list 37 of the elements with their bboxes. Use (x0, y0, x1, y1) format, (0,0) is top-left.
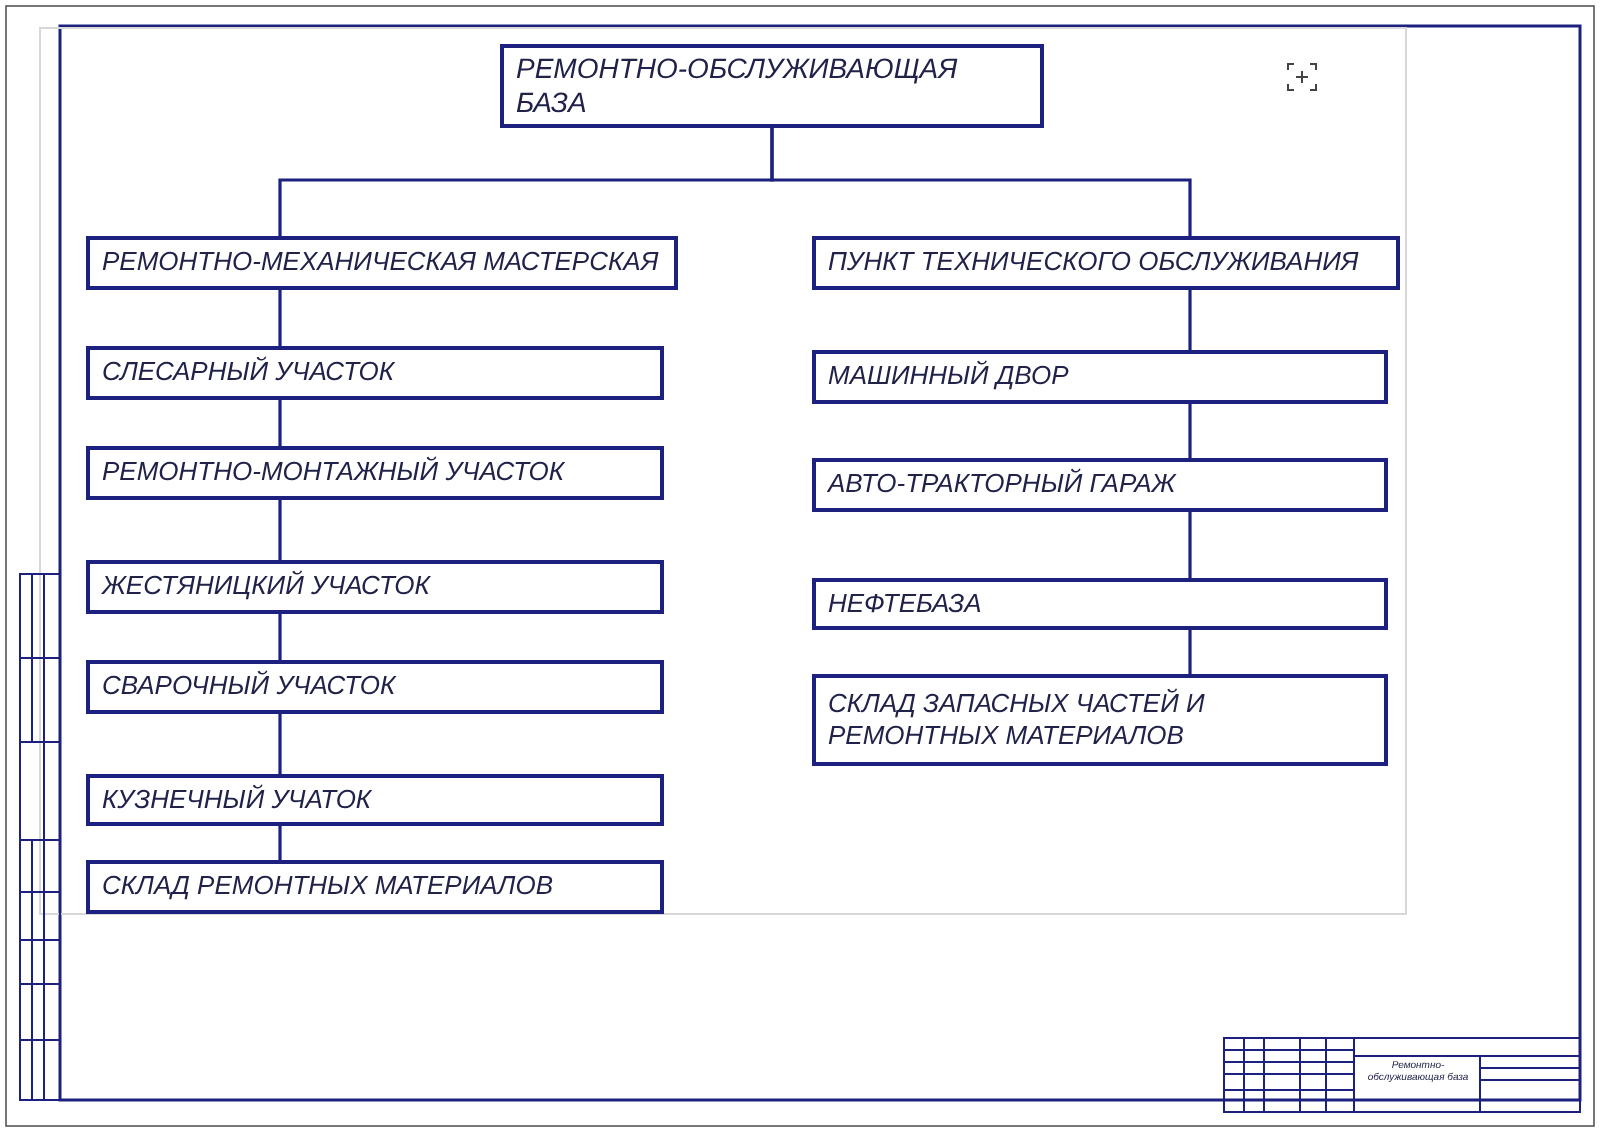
box-label: СВАРОЧНЫЙ УЧАСТОК (102, 670, 399, 704)
box-label: РЕМОНТНО-ОБСЛУЖИВАЮЩАЯ БАЗА (516, 51, 960, 121)
connector-line (1188, 290, 1192, 350)
connector-line (1188, 512, 1192, 578)
process-box (812, 458, 1388, 512)
process-box (86, 660, 664, 714)
process-box (86, 860, 664, 914)
connector-line (278, 290, 282, 346)
process-box (86, 346, 664, 400)
box-label: РЕМОНТНО-МОНТАЖНЫЙ УЧАСТОК (102, 456, 567, 490)
box-label: АВТО-ТРАКТОРНЫЙ ГАРАЖ (828, 468, 1179, 502)
box-label: РЕМОНТНО-МЕХАНИЧЕСКАЯ МАСТЕРСКАЯ (102, 246, 661, 280)
connector-line (1188, 404, 1192, 458)
box-label: СКЛАД ЗАПАСНЫХ ЧАСТЕЙ И РЕМОНТНЫХ МАТЕРИАЛОВ (828, 687, 1207, 753)
box-label: НЕФТЕБАЗА (828, 587, 984, 621)
process-box (86, 560, 664, 614)
connector-line (278, 614, 282, 660)
process-box (86, 236, 678, 290)
box-label: КУЗНЕЧНЫЙ УЧАТОК (102, 783, 374, 817)
process-box (812, 578, 1388, 630)
connector-line (1188, 630, 1192, 674)
box-label: ЖЕСТЯНИЦКИЙ УЧАСТОК (102, 570, 433, 604)
process-box (812, 236, 1400, 290)
connector-line (278, 500, 282, 560)
connector-line (278, 714, 282, 774)
box-label: МАШИННЫЙ ДВОР (828, 360, 1071, 394)
process-box (812, 674, 1388, 766)
process-box (86, 774, 664, 826)
process-box (86, 446, 664, 500)
connector-line (770, 128, 1192, 236)
process-box (812, 350, 1388, 404)
box-label: ПУНКТ ТЕХНИЧЕСКОГО ОБСЛУЖИВАНИЯ (828, 246, 1361, 280)
box-label: СЛЕСАРНЫЙ УЧАСТОК (102, 356, 397, 390)
process-box (500, 44, 1044, 128)
connector-line (278, 400, 282, 446)
connector-line (278, 826, 282, 860)
box-label: СКЛАД РЕМОНТНЫХ МАТЕРИАЛОВ (102, 870, 555, 904)
